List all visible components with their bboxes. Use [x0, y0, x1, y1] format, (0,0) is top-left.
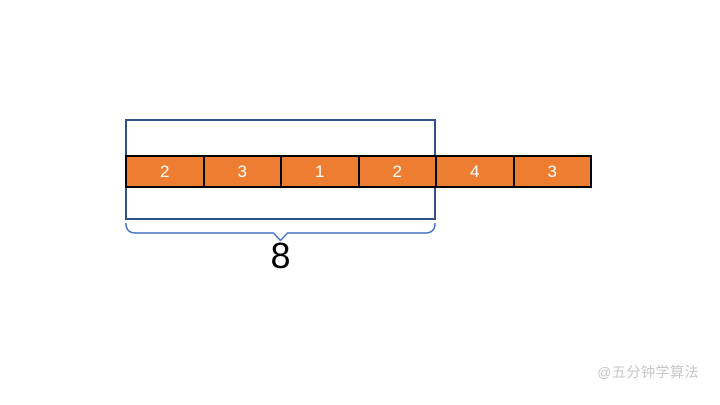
array-cell: 2 [359, 157, 435, 186]
array-cell: 3 [204, 157, 280, 186]
array-cell: 2 [127, 157, 203, 186]
sum-brace-icon [125, 222, 436, 242]
window-sum-label: 8 [270, 235, 291, 276]
watermark-text: @五分钟学算法 [597, 364, 699, 380]
array-cell: 1 [282, 157, 358, 186]
array-row: 2 3 1 2 4 3 [125, 155, 592, 188]
array-cell: 3 [514, 157, 590, 186]
array-cell: 4 [437, 157, 513, 186]
brace-path [125, 222, 436, 242]
